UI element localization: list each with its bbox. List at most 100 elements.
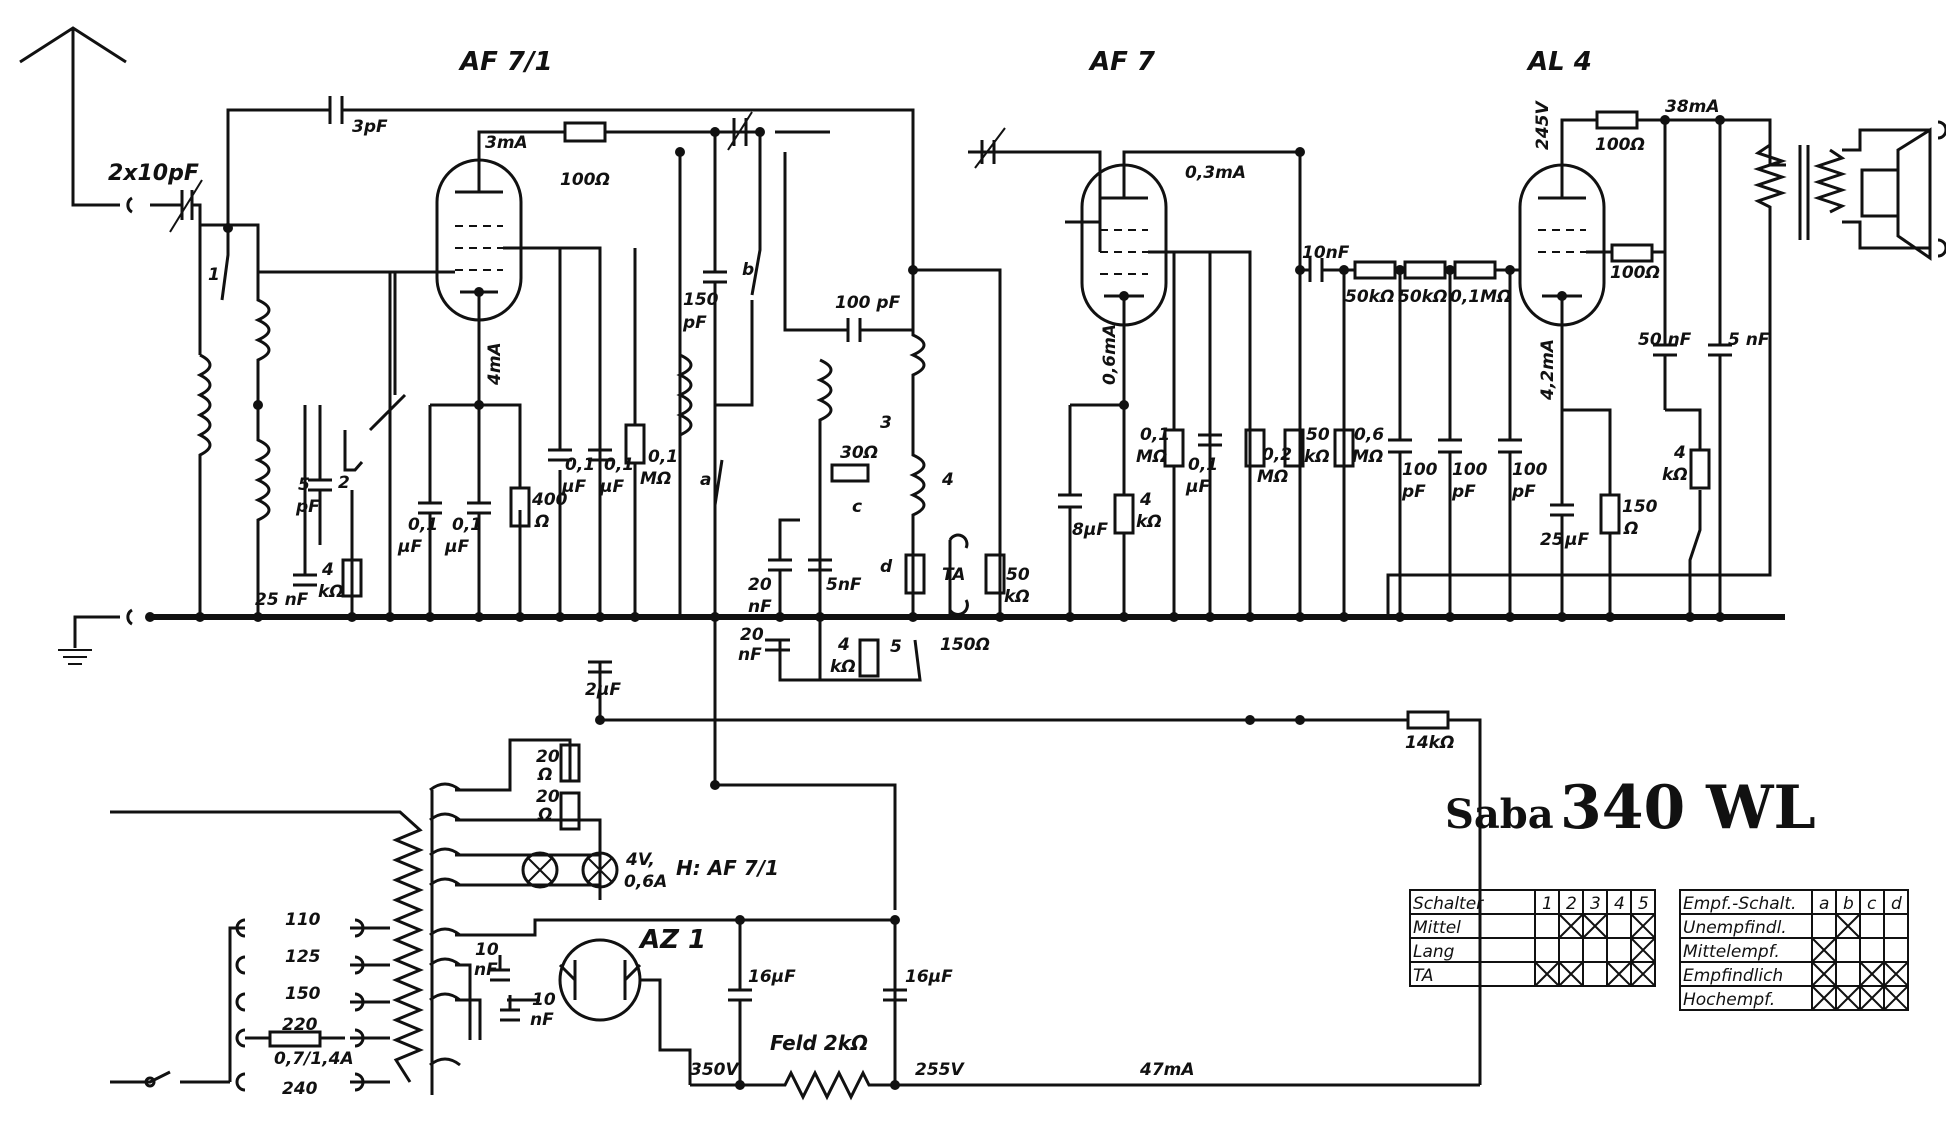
tube-label-af7: AF 7 <box>1088 47 1156 77</box>
label-100pf: 100 pF <box>835 293 901 313</box>
label-42ma: 4,2mA <box>1538 339 1558 401</box>
capacitor-5nf <box>1708 120 1732 617</box>
label-3ma: 3mA <box>485 133 528 153</box>
lamp-1 <box>521 851 559 889</box>
sensitivity-table-mark <box>1859 961 1885 987</box>
antenna-symbol <box>19 26 133 214</box>
resistor-4k-a <box>341 558 363 598</box>
label-110: 110 <box>285 910 321 930</box>
switch-table-col-header: 1 <box>1542 894 1553 914</box>
label-150b: 150 <box>1622 497 1658 517</box>
label-02m-u: MΩ <box>1257 467 1288 487</box>
label-20-a: 20 <box>536 747 560 767</box>
capacitor-25nf <box>293 405 317 587</box>
resistor-20-b <box>559 791 581 831</box>
resistor-150b <box>1599 493 1621 535</box>
label-lamp2: 0,6A <box>624 872 667 892</box>
switch-table-row-label: Schalter <box>1413 894 1484 914</box>
resistor-4k-c <box>1113 493 1135 535</box>
switch-table-row-label: TA <box>1413 966 1433 986</box>
switch-table-row-label: Lang <box>1413 942 1455 962</box>
lamp-2 <box>581 851 619 889</box>
variable-trim <box>368 393 407 432</box>
label-20nf-a: 20 <box>748 575 772 595</box>
label-8uf: 8μF <box>1072 520 1108 540</box>
switch-table-mark <box>1630 961 1656 987</box>
resistor-02m <box>1244 428 1266 468</box>
coupling-wire <box>226 108 915 270</box>
screen-wire <box>503 246 602 617</box>
capacitor-8uf <box>1058 493 1082 509</box>
label-10nf-a: 10 <box>475 940 499 960</box>
label-100-pf-c: 100 <box>1512 460 1548 480</box>
switch-table-mark <box>1606 961 1632 987</box>
sensitivity-table-mark <box>1811 937 1837 963</box>
rf-coil <box>228 223 271 617</box>
mains-switch <box>110 1070 230 1084</box>
capacitor-150pf <box>703 132 727 617</box>
sensitivity-table-row-label: Mittelempf. <box>1683 942 1780 962</box>
resistor-30 <box>830 463 870 483</box>
switch-table-col-header: 3 <box>1590 894 1601 914</box>
sensitivity-table-mark <box>1883 985 1909 1011</box>
label-5nf: 5 nF <box>1728 330 1770 350</box>
capacitor-20nf-b <box>765 638 790 652</box>
label-10nf-a-u: nF <box>474 960 498 980</box>
label-01-b-u: μF <box>444 537 470 557</box>
label-heater: H: AF 7/1 <box>676 856 779 880</box>
af7-grid-wire <box>913 150 1046 617</box>
capacitor-01-d <box>588 448 612 462</box>
label-ta: TA <box>942 565 965 585</box>
label-100-c: 100Ω <box>1610 263 1660 283</box>
switch-table-mark <box>1558 913 1584 939</box>
label-14k: 14kΩ <box>1405 733 1454 753</box>
field-coil <box>690 1069 1480 1101</box>
label-4k-b-u: kΩ <box>830 657 856 677</box>
label-02m: 0,2 <box>1262 445 1292 465</box>
switch-table-mark <box>1630 937 1656 963</box>
switch-table-col-header: 4 <box>1614 894 1625 914</box>
label-100-pf-c-u: pF <box>1511 482 1536 502</box>
label-100-b: 100Ω <box>1595 135 1645 155</box>
output-transformer <box>1386 120 1932 617</box>
tap-wiring <box>228 926 390 1084</box>
switch-table-col-header: 2 <box>1566 894 1577 914</box>
sensitivity-table-row-label: Hochempf. <box>1683 990 1775 1010</box>
label-sw-b: b <box>742 260 754 280</box>
junction-dots <box>145 115 1725 1090</box>
grid-wire <box>256 268 397 395</box>
label-4k-b: 4 <box>837 635 850 655</box>
speaker-leads <box>1905 128 1930 250</box>
label-fuse: 0,7/1,4A <box>274 1049 354 1069</box>
coupling-coil <box>816 358 833 617</box>
capacitor-2uf <box>588 660 612 674</box>
sensitivity-table-row-label: Unempfindl. <box>1683 918 1787 938</box>
label-01-c-u: μF <box>561 477 587 497</box>
filter-shunts <box>1342 270 1512 617</box>
tube-label-al4: AL 4 <box>1526 47 1592 77</box>
resistor-150 <box>904 553 926 595</box>
resistor-400 <box>509 486 531 528</box>
label-4k-c-u: kΩ <box>1136 512 1162 532</box>
sensitivity-table-col-header: a <box>1819 894 1829 914</box>
label-10nf-b: 10 <box>532 990 556 1010</box>
label-100-pf-a-u: pF <box>1401 482 1426 502</box>
sensitivity-table-row-label: Empf.-Schalt. <box>1683 894 1796 914</box>
capacitor-01-c <box>548 448 572 462</box>
capacitor-01-b <box>467 501 491 515</box>
label-sw-3: 3 <box>880 413 892 433</box>
title-brand: Saba <box>1445 791 1554 838</box>
label-245v: 245V <box>1533 100 1553 150</box>
label-feld: Feld 2kΩ <box>770 1031 868 1055</box>
switch-b <box>715 132 762 407</box>
sensitivity-table-row <box>1679 985 1909 1011</box>
switch-table-mark <box>1630 913 1656 939</box>
switch-table-mark <box>1582 913 1608 939</box>
label-100-pf-a: 100 <box>1402 460 1438 480</box>
capacitor-10nf <box>1308 258 1324 282</box>
sensitivity-table-mark <box>1835 985 1861 1011</box>
variable-arrow <box>169 179 203 233</box>
sensitivity-table-col-header: b <box>1843 894 1854 914</box>
switch-table-col-header: 5 <box>1638 894 1649 914</box>
